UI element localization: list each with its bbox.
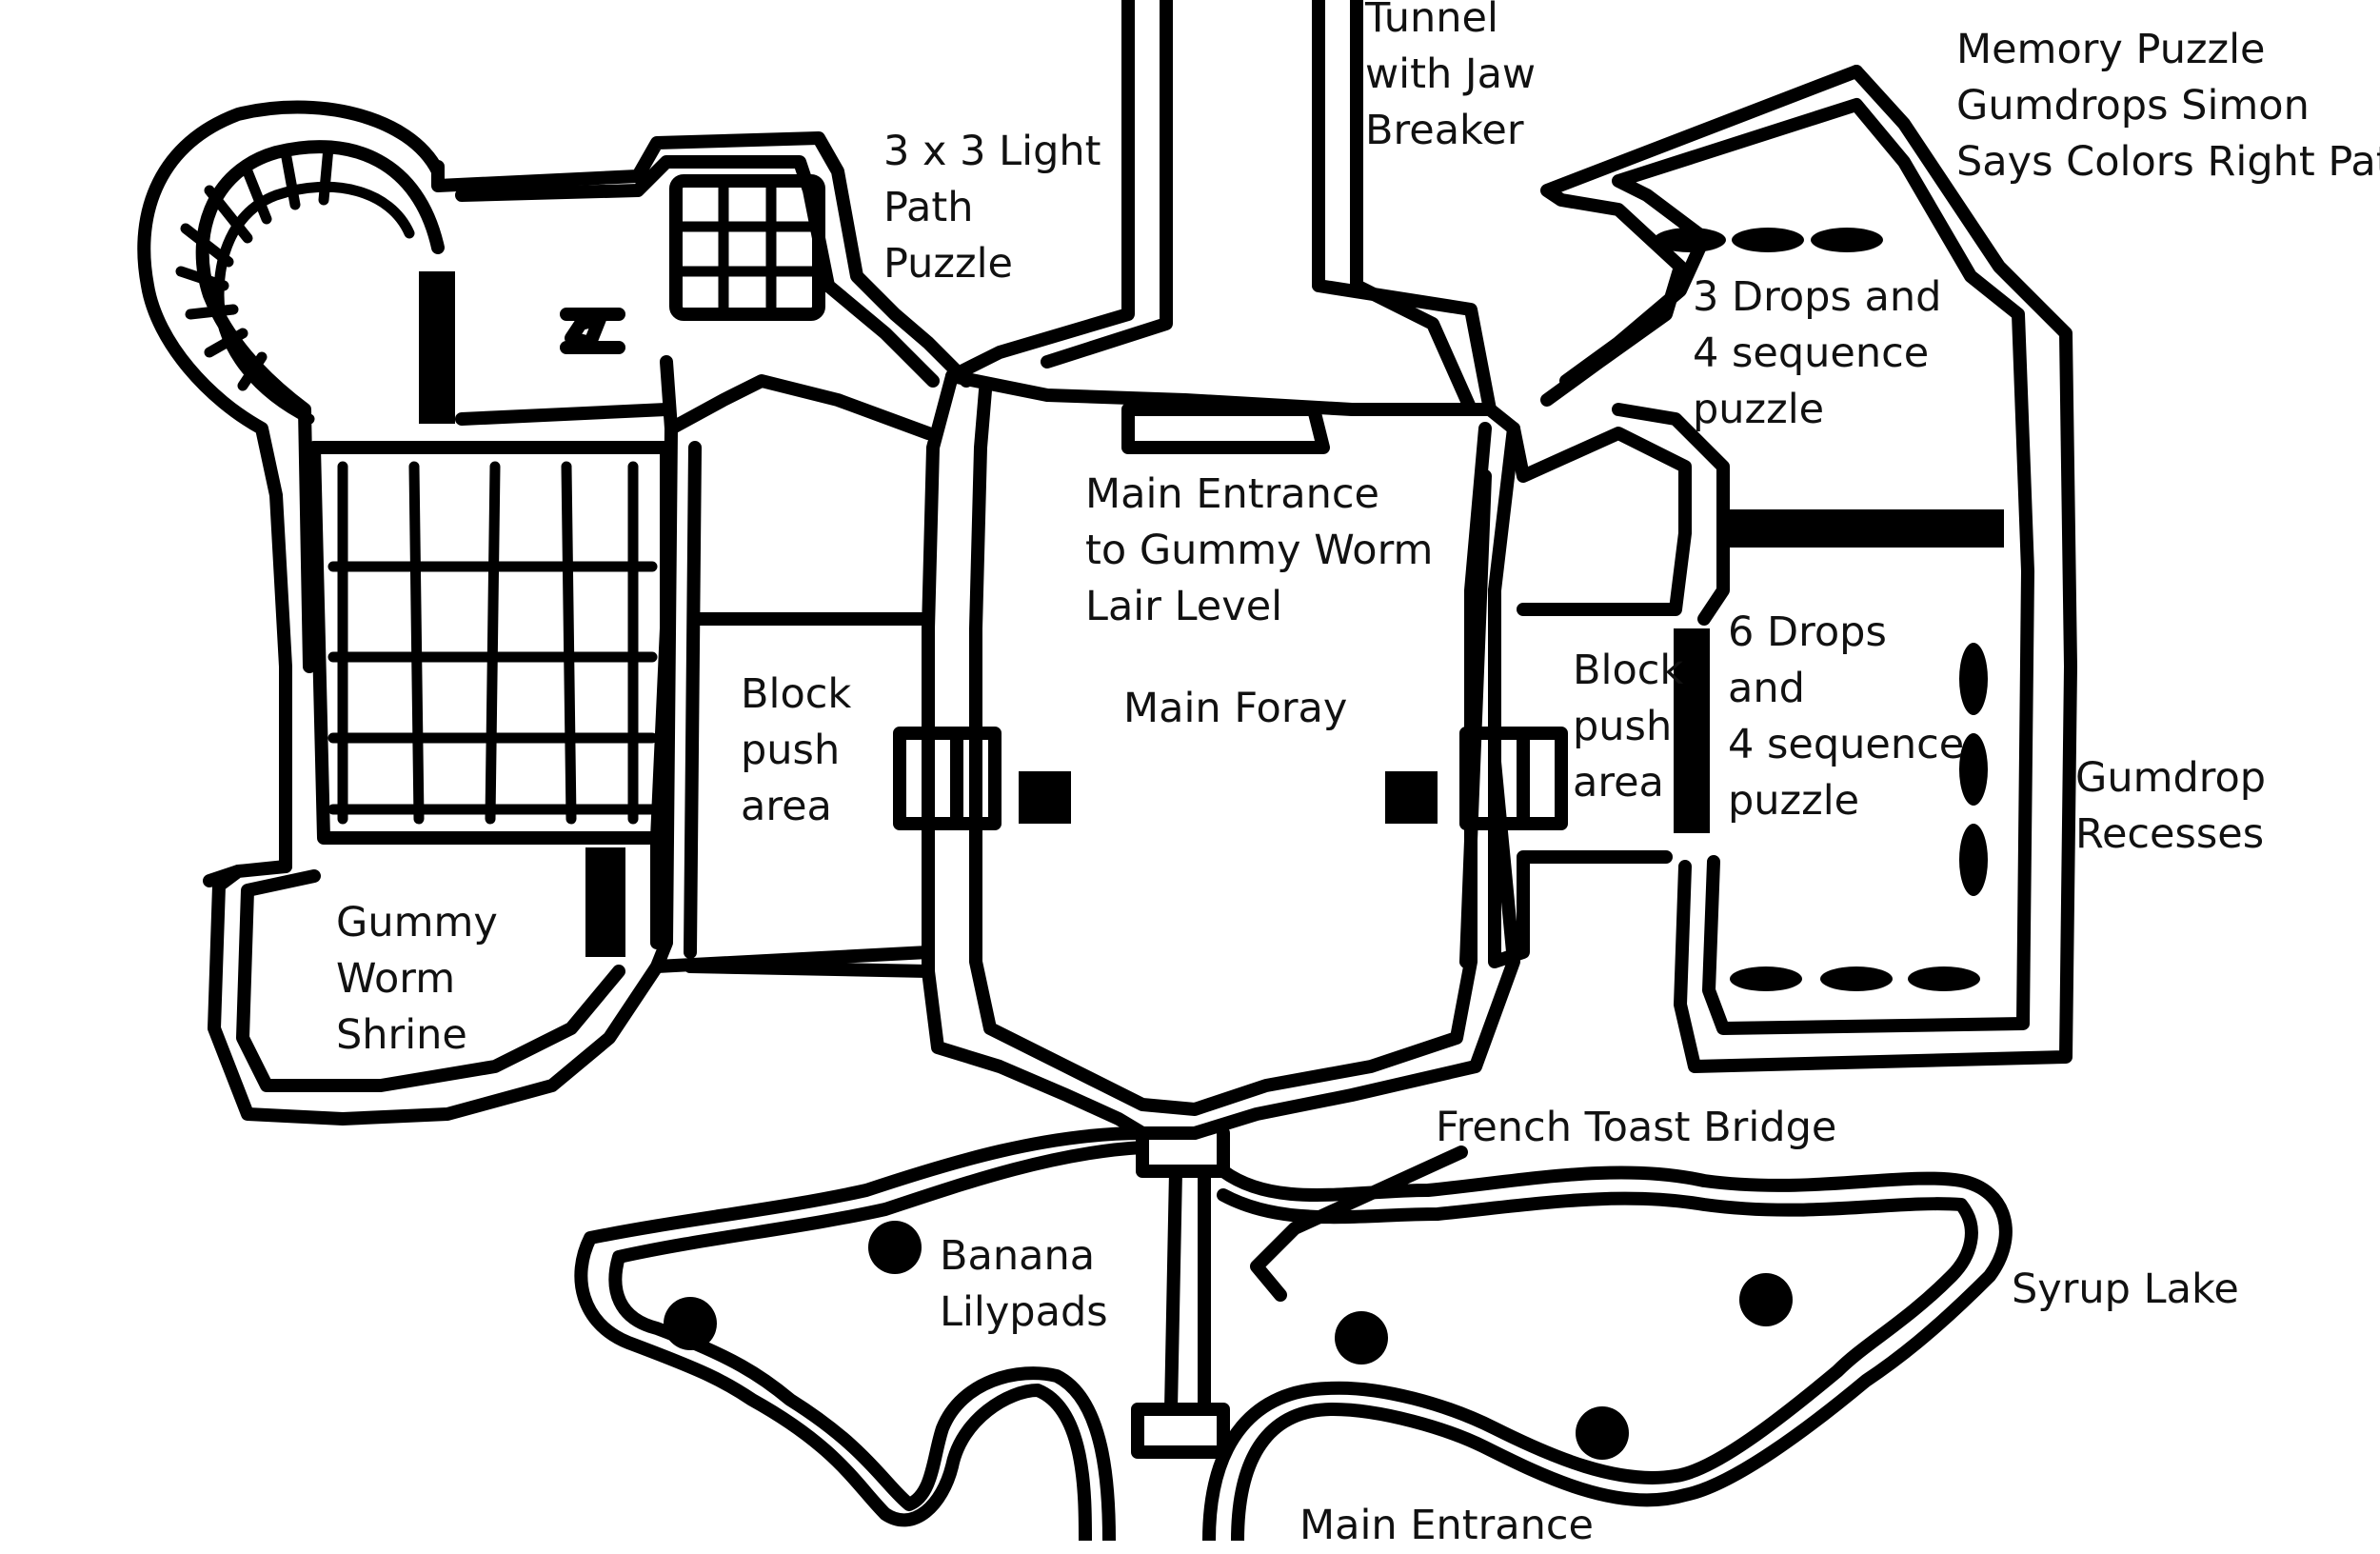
syrup-lake (574, 1126, 2013, 1541)
label-three-drops-puzzle: 3 Drops and 4 sequence puzzle (1693, 273, 1942, 433)
grid-room-west (307, 441, 702, 959)
gumdrop-top-3 (1811, 228, 1883, 252)
label-six-drops-puzzle: 6 Drops and 4 sequence puzzle (1728, 608, 1965, 825)
gumdrop-right-1 (1959, 643, 1988, 715)
banana-lilypad-5 (1576, 1406, 1629, 1460)
banana-lilypad-4 (1739, 1273, 1793, 1326)
label-block-push-west: Block push area (741, 670, 852, 830)
block-east-foray (1385, 771, 1438, 824)
gate-bar-east (1674, 628, 1710, 833)
label-syrup-lake: Syrup Lake (2012, 1265, 2239, 1313)
block-push-area-west (585, 422, 1002, 978)
label-banana-lilypads: Banana Lilypads (940, 1232, 1108, 1336)
tunnel-walls (945, 0, 1497, 416)
label-block-push-east: Block push area (1573, 647, 1684, 807)
east-puzzle-room (1540, 65, 2077, 1073)
banana-lilypad-1 (868, 1221, 922, 1274)
gumdrop-right-2 (1959, 733, 1988, 806)
gate-bar-spiral (419, 271, 455, 424)
gumdrop-right-3 (1959, 824, 1988, 896)
label-main-entrance-lair: Main Entrance to Gummy Worm Lair Level (1085, 470, 1434, 630)
banana-lilypad-3 (1335, 1311, 1388, 1365)
gumdrop-bottom-1 (1730, 966, 1802, 991)
divider-bar-east (1728, 509, 2004, 548)
spiral-stair-room (137, 100, 673, 873)
label-light-path-puzzle: 3 x 3 Light Path Puzzle (883, 128, 1101, 288)
gumdrop-bottom-3 (1908, 966, 1980, 991)
label-french-toast-bridge: French Toast Bridge (1436, 1104, 1837, 1151)
gumdrop-top-2 (1732, 228, 1804, 252)
block-west-foray (1019, 771, 1071, 824)
gumdrop-bottom-2 (1820, 966, 1893, 991)
french-toast-bridge (1131, 1126, 1468, 1459)
label-main-foray: Main Foray (1123, 685, 1348, 732)
gummy-worm-shrine-room (203, 860, 664, 1126)
label-gummy-worm-shrine: Gummy Worm Shrine (336, 899, 498, 1059)
label-gumdrop-recesses: Gumdrop Recesses (2075, 754, 2267, 858)
label-tunnel: Tunnel with Jaw Breaker (1365, 0, 1537, 154)
gumdrop-top-1 (1654, 228, 1726, 252)
block-push-area-east (1459, 403, 1730, 968)
gate-bar-shrine (585, 847, 625, 957)
label-memory-puzzle: Memory Puzzle Gumdrops Simon Says Colors… (1956, 26, 2380, 186)
label-main-entrance: Main Entrance (1299, 1502, 1594, 1549)
light-path-room (431, 131, 973, 440)
banana-lilypad-2 (664, 1297, 717, 1350)
